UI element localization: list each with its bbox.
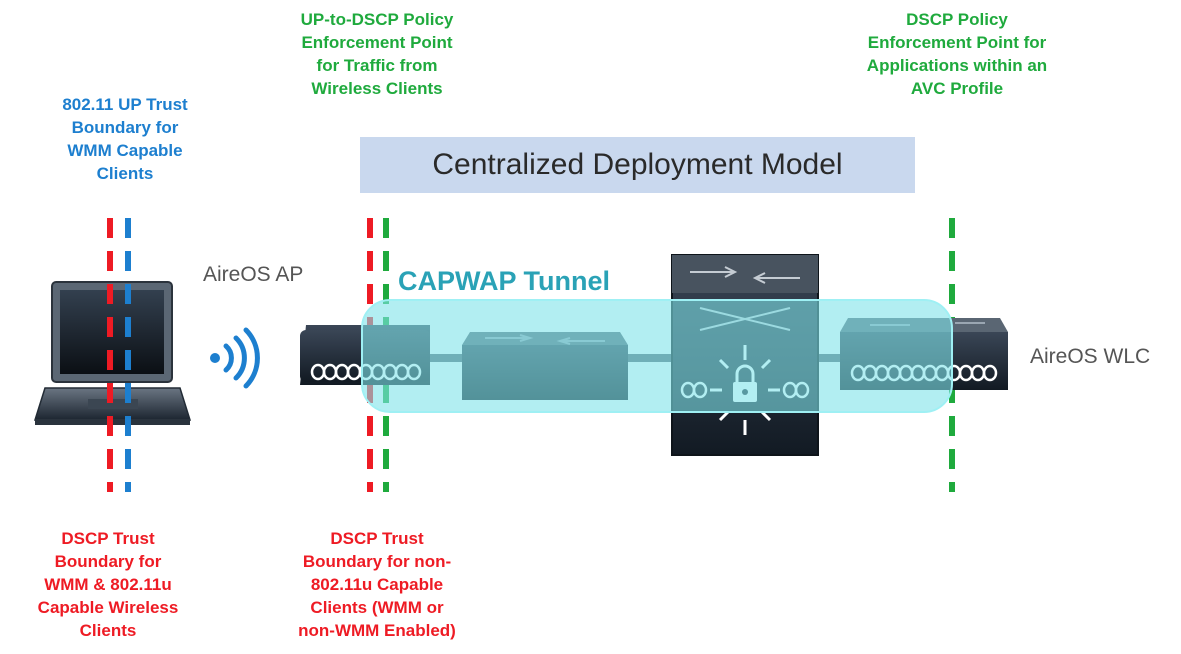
dscp-trust-non-wmm-label: DSCP Trust Boundary for non- 802.11u Cap…	[298, 529, 456, 640]
deployment-model-title: Centralized Deployment Model	[360, 137, 915, 193]
up-dscp-policy-label: UP-to-DSCP Policy Enforcement Point for …	[300, 10, 454, 98]
dscp-trust-wmm-label: DSCP Trust Boundary for WMM & 802.11u Ca…	[37, 529, 179, 640]
capwap-tunnel	[361, 299, 953, 413]
capwap-tunnel-label: CAPWAP Tunnel	[398, 266, 611, 296]
ap-label: AireOS AP	[203, 263, 304, 286]
wlc-label: AireOS WLC	[1030, 345, 1151, 368]
up-trust-boundary-label: 802.11 UP Trust Boundary for WMM Capable…	[62, 95, 188, 183]
dscp-policy-avc-label: DSCP Policy Enforcement Point for Applic…	[866, 10, 1048, 98]
wireless-signal-icon	[210, 327, 260, 389]
